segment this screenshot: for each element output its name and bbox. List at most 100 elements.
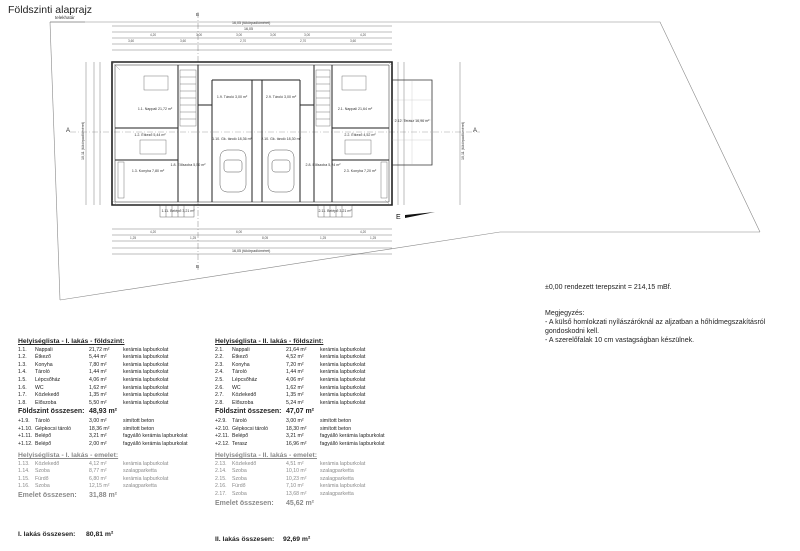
row-no: 2.2. — [215, 354, 224, 361]
row-floor: fagyálló kerámia lapburkolat — [320, 433, 385, 440]
row-area: 1,44 m² — [286, 369, 304, 376]
room-label: 2.11. Belépő 3,21 m² — [318, 209, 352, 213]
sum-label: Emelet összesen: — [215, 499, 274, 507]
svg-text:2,70: 2,70 — [300, 39, 306, 43]
row-no: +1.11. — [18, 433, 33, 440]
row-floor: kerámia lapburkolat — [320, 392, 366, 399]
row-name: Nappali — [232, 346, 250, 353]
row-name: Terasz — [232, 440, 248, 447]
row-no: 2.17. — [215, 490, 227, 497]
row-area: 2,00 m² — [89, 440, 107, 447]
row-no: 1.6. — [18, 384, 27, 391]
table-row: 1.2. Étkező 5,44 m² kerámia lapburkolat — [18, 354, 208, 362]
row-area: 3,21 m² — [89, 433, 107, 440]
row-area: 10,10 m² — [286, 468, 307, 475]
row-floor: kerámia lapburkolat — [320, 369, 366, 376]
row-no: 2.1. — [215, 346, 224, 353]
total-value: 92,69 m² — [283, 536, 311, 543]
row-name: Szoba — [35, 468, 50, 475]
row-no: 2.13. — [215, 460, 227, 467]
row-area: 5,24 m² — [286, 399, 304, 406]
row-no: 2.3. — [215, 361, 224, 368]
room-label: 1.11. Belépő 3,21 m² — [161, 209, 195, 213]
row-area: 5,44 m² — [89, 354, 107, 361]
row-floor: kerámia lapburkolat — [320, 361, 366, 368]
row-area: 8,77 m² — [89, 468, 107, 475]
row-name: Közlekedő — [232, 392, 257, 399]
row-no: 1.2. — [18, 354, 27, 361]
row-name: Tároló — [35, 417, 50, 424]
room-label: 1.2. Étkező 5,44 m² — [134, 132, 166, 137]
fence-label: telekhatár — [55, 15, 75, 20]
total-value: 80,81 m² — [86, 531, 114, 538]
row-area: 18,36 m² — [89, 425, 110, 432]
row-area: 4,06 m² — [286, 376, 304, 383]
row-no: 2.8. — [215, 399, 224, 406]
sum-label: Földszint összesen: — [215, 408, 282, 416]
row-floor: kerámia lapburkolat — [320, 376, 366, 383]
row-name: Gépkocsi tároló — [35, 425, 72, 432]
room-list-sum: Földszint összesen: 47,07 m² — [215, 408, 405, 416]
row-no: 2.14. — [215, 468, 227, 475]
room-label: 1.1. Nappali 21,72 m² — [138, 107, 173, 111]
row-name: Étkező — [35, 354, 51, 361]
room-label: 1.8. Előszoba 5,50 m² — [171, 163, 207, 167]
room-list-3: Helyiséglista - I. lakás - emelet: 1.13.… — [18, 452, 208, 502]
row-no: 1.13. — [18, 460, 30, 467]
svg-text:3,00: 3,00 — [236, 33, 242, 37]
svg-text:3,00: 3,00 — [270, 33, 276, 37]
room-list-sum: Emelet összesen: 45,62 m² — [215, 500, 405, 508]
row-floor: kerámia lapburkolat — [123, 354, 169, 361]
svg-text:2,70: 2,70 — [240, 39, 246, 43]
row-floor: simított beton — [123, 417, 155, 424]
svg-text:1,25: 1,25 — [190, 236, 196, 240]
row-floor: kerámia lapburkolat — [320, 384, 366, 391]
row-name: Tároló — [232, 369, 247, 376]
row-no: 2.6. — [215, 384, 224, 391]
row-area: 1,44 m² — [89, 369, 107, 376]
row-area: 1,62 m² — [89, 384, 107, 391]
row-area: 13,68 m² — [286, 490, 307, 497]
row-area: 4,06 m² — [89, 376, 107, 383]
dim-bottom-total: 16,05 (tükörpadlóméret) — [232, 249, 270, 253]
sum-value: 47,07 m² — [286, 408, 315, 416]
row-floor: simított beton — [123, 425, 155, 432]
svg-text:3,60: 3,60 — [180, 39, 186, 43]
row-floor: kerámia lapburkolat — [123, 460, 169, 467]
row-name: Belépő — [35, 433, 52, 440]
row-area: 1,62 m² — [286, 384, 304, 391]
row-no: 1.4. — [18, 369, 27, 376]
row-no: +1.9. — [18, 417, 30, 424]
row-area: 7,20 m² — [286, 361, 304, 368]
row-name: Szoba — [232, 475, 247, 482]
row-name: Szoba — [232, 468, 247, 475]
dim-left: 10,11 (tükörpadlóméret) — [81, 122, 85, 160]
notes-heading: Megjegyzés: — [545, 310, 585, 317]
axis-b-top: B — [196, 12, 199, 17]
axis-a-right: A — [473, 128, 477, 134]
row-area: 3,00 m² — [89, 417, 107, 424]
sum-value: 45,62 m² — [286, 499, 315, 507]
row-name: Tároló — [35, 369, 50, 376]
row-area: 10,23 m² — [286, 475, 307, 482]
row-area: 3,00 m² — [286, 417, 304, 424]
row-name: Közlekedő — [35, 460, 60, 467]
row-no: +2.12. — [215, 440, 230, 447]
apartment-1-total: I. lakás összesen: 80,81 m² — [18, 531, 113, 538]
row-area: 3,21 m² — [286, 433, 304, 440]
row-name: Konyha — [35, 361, 53, 368]
row-no: 1.3. — [18, 361, 27, 368]
row-name: Tároló — [232, 417, 247, 424]
row-no: 1.1. — [18, 346, 27, 353]
row-area: 16,96 m² — [286, 440, 307, 447]
